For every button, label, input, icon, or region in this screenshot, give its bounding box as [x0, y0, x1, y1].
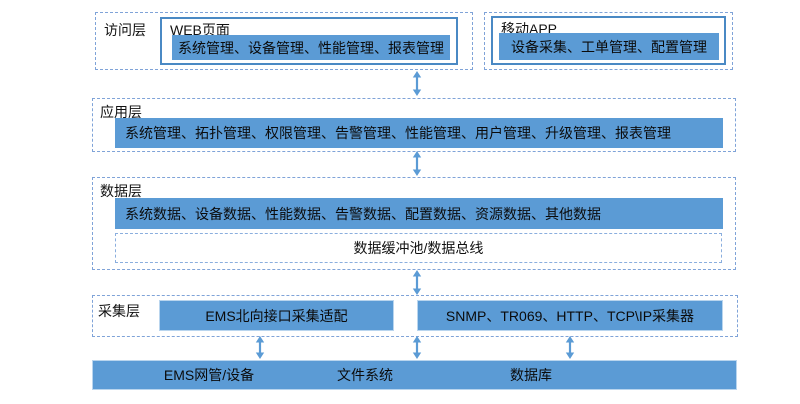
mobile-app-modules-bar: 设备采集、工单管理、配置管理	[499, 33, 719, 60]
ems-adapter-box: EMS北向接口采集适配	[159, 300, 394, 331]
web-page-modules-bar: 系统管理、设备管理、性能管理、报表管理	[172, 35, 450, 60]
resource-ems-device-label: EMS网管/设备	[163, 367, 255, 383]
resource-file-system-label: 文件系统	[337, 367, 393, 383]
collection-layer-label: 采集层	[98, 303, 140, 319]
double-arrow-db-resource	[564, 336, 576, 359]
resources-bar: EMS网管/设备 文件系统 数据库	[92, 360, 737, 390]
access-layer-label: 访问层	[104, 22, 146, 38]
double-arrow-file-resource	[411, 336, 423, 359]
double-arrow-data-collection	[411, 270, 423, 295]
data-layer-label: 数据层	[100, 183, 142, 199]
resource-database-label: 数据库	[510, 367, 552, 383]
protocol-collectors-box: SNMP、TR069、HTTP、TCP\IP采集器	[417, 300, 723, 331]
data-modules-bar: 系统数据、设备数据、性能数据、告警数据、配置数据、资源数据、其他数据	[115, 198, 723, 229]
application-layer-label: 应用层	[100, 104, 142, 120]
application-modules-bar: 系统管理、拓扑管理、权限管理、告警管理、性能管理、用户管理、升级管理、报表管理	[115, 118, 723, 148]
double-arrow-access-application	[411, 71, 423, 96]
double-arrow-application-data	[411, 151, 423, 176]
data-bus-box: 数据缓冲池/数据总线	[115, 233, 722, 263]
double-arrow-ems-resource	[254, 336, 266, 359]
web-page-title: WEB页面	[170, 22, 230, 38]
